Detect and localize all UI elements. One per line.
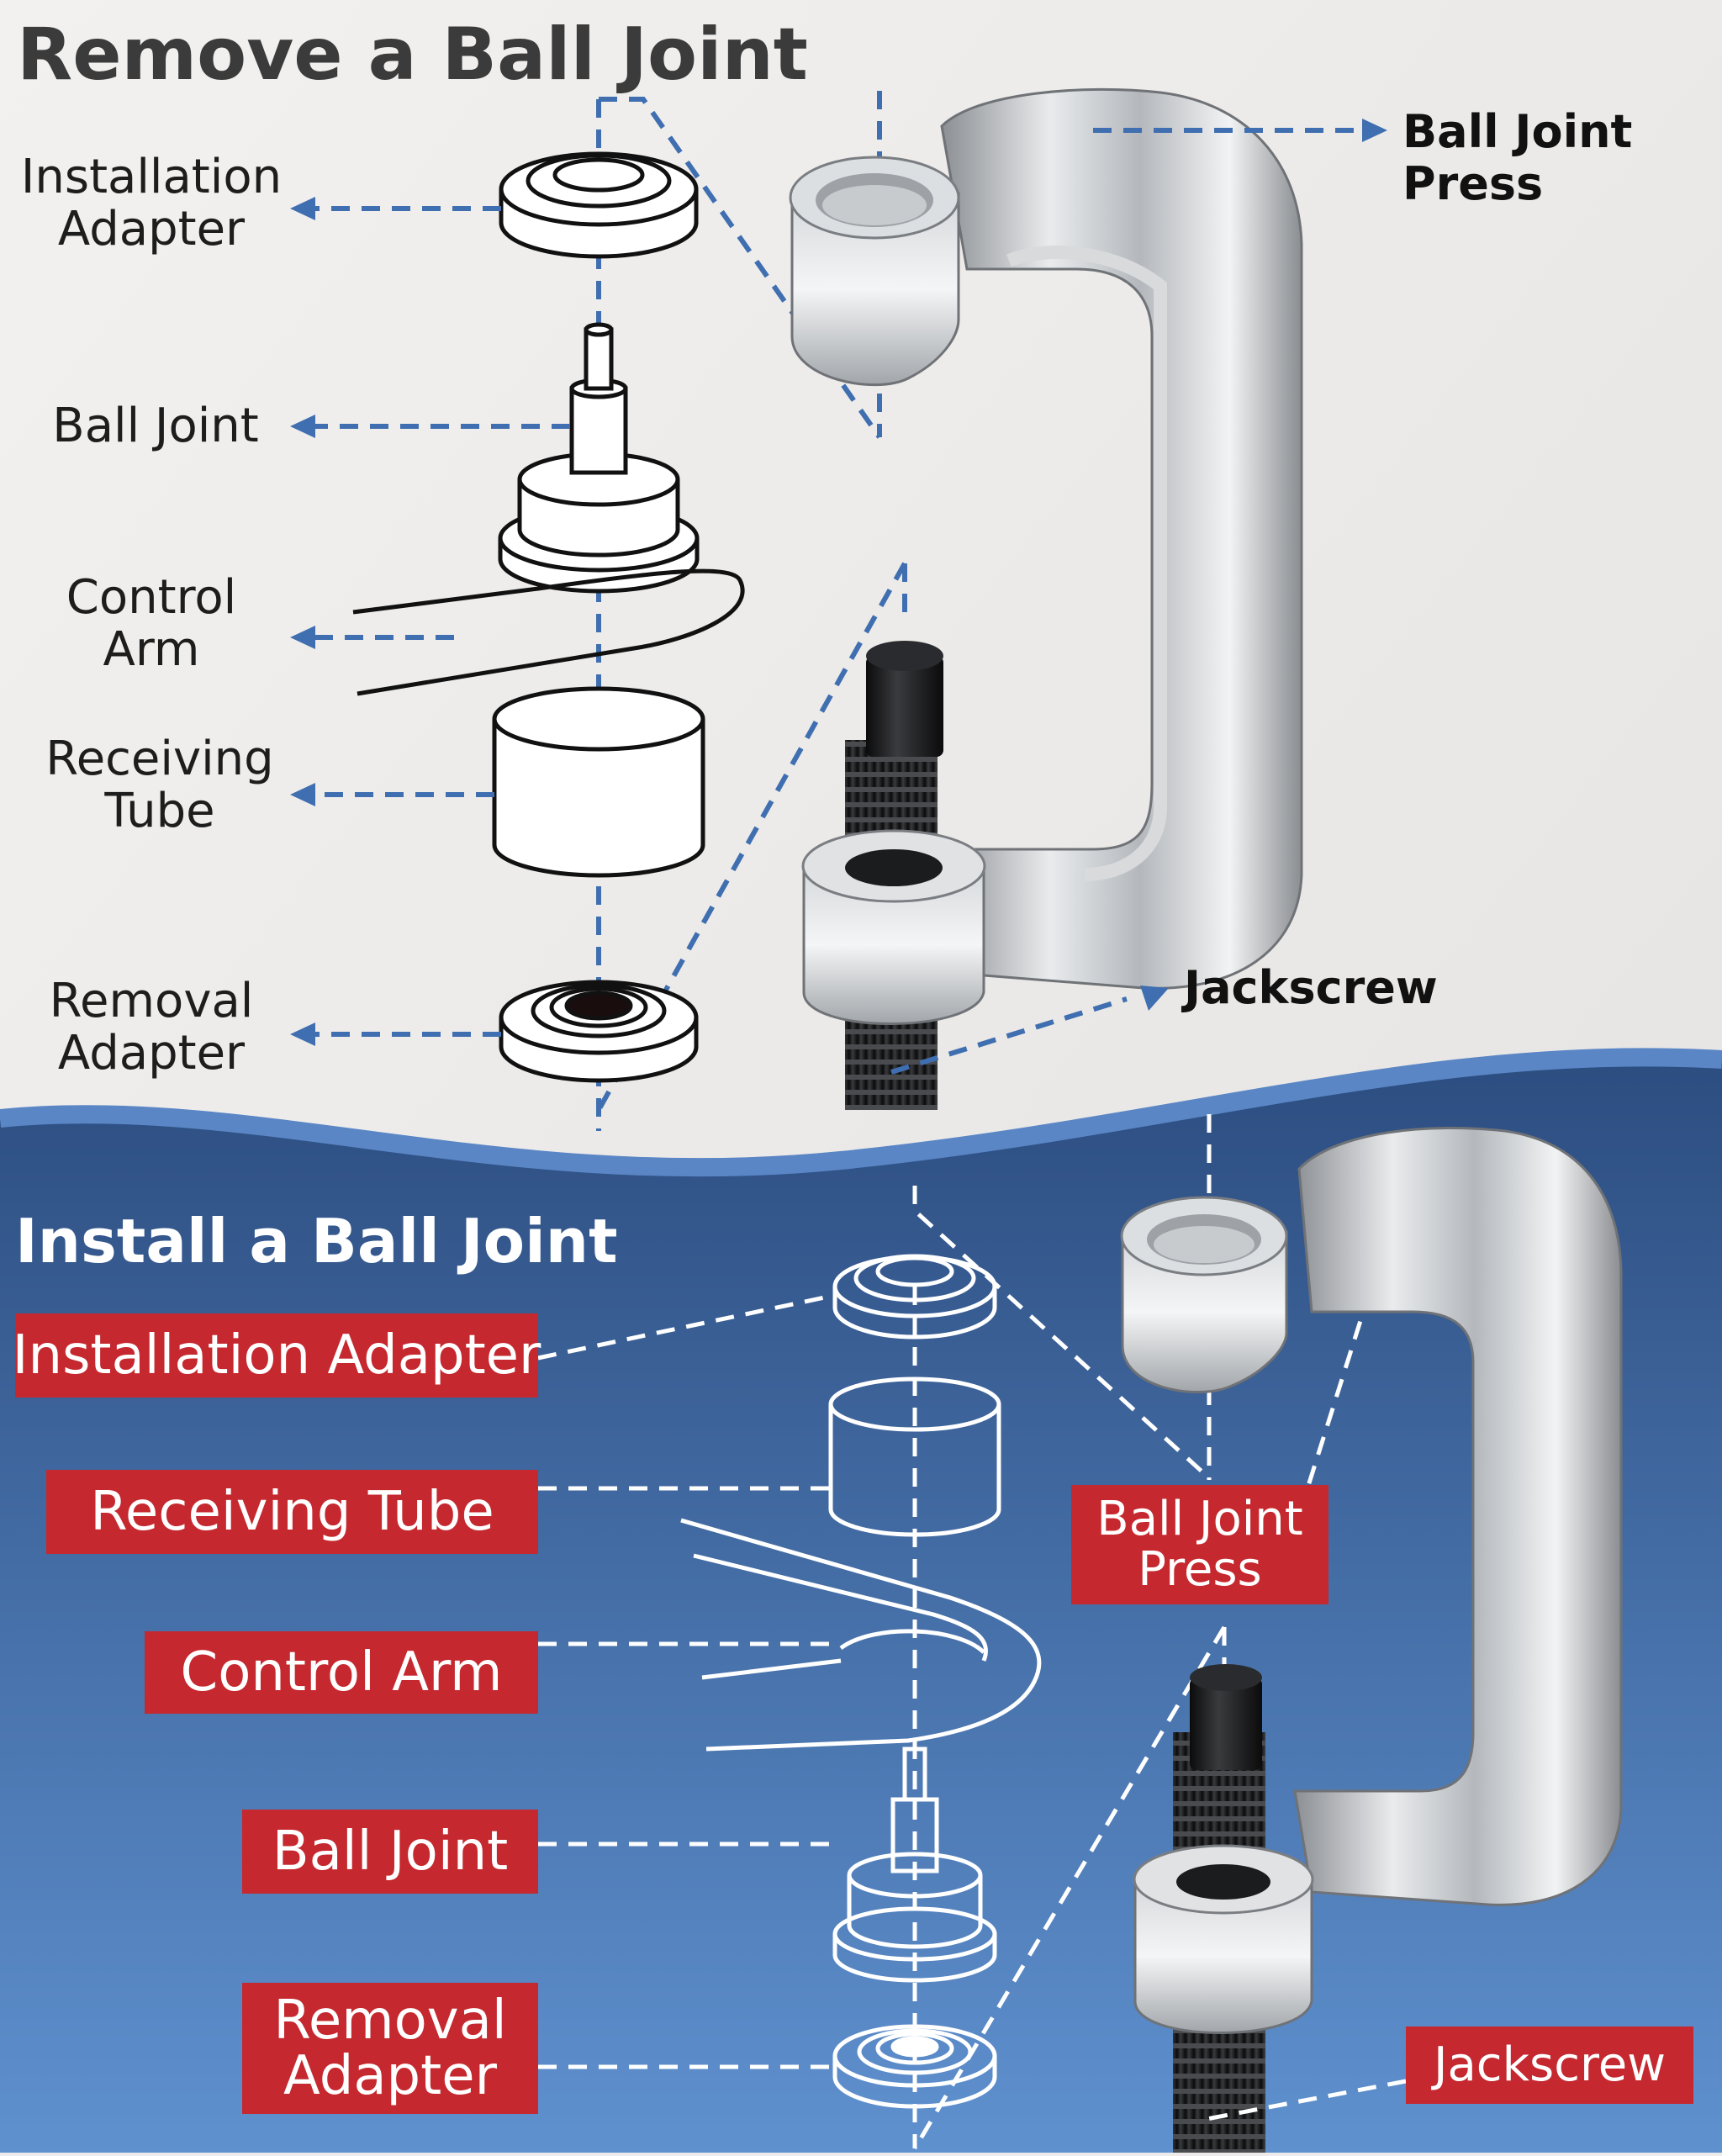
remove-removal-adapter-drawing (499, 980, 699, 1083)
remove-control-arm-drawing (352, 568, 745, 696)
remove-label-installation-adapter: Installation Adapter (20, 150, 283, 256)
remove-label-receiving-tube: Receiving Tube (45, 732, 274, 838)
install-tag-ball-joint: Ball Joint (242, 1810, 538, 1894)
remove-ball-joint-drawing (498, 322, 700, 594)
remove-receiving-tube-drawing (492, 686, 705, 878)
remove-installation-adapter-drawing (499, 151, 699, 259)
install-ball-joint-press-photo (1120, 1126, 1623, 2153)
install-tag-control-arm: Control Arm (145, 1631, 538, 1714)
install-leader-lines (537, 1292, 1407, 2122)
install-tag-installation-adapter: Installation Adapter (13, 1313, 541, 1398)
install-section-title: Install a Ball Joint (15, 1206, 618, 1276)
install-ball-joint-drawing (832, 1746, 997, 1983)
install-tag-jackscrew: Jackscrew (1406, 2027, 1693, 2104)
install-tag-receiving-tube: Receiving Tube (46, 1470, 538, 1554)
remove-leader-lines (303, 128, 1362, 1075)
install-removal-adapter-drawing (832, 2024, 997, 2109)
install-installation-adapter-drawing (832, 1254, 997, 1340)
remove-label-removal-adapter: Removal Adapter (49, 974, 254, 1081)
remove-label-control-arm: Control Arm (66, 570, 237, 677)
remove-label-ball-joint-press: Ball Joint Press (1402, 105, 1633, 210)
install-tag-ball-joint-press: Ball Joint Press (1071, 1485, 1328, 1604)
wave-band (0, 1048, 1722, 1177)
install-receiving-tube-drawing (828, 1377, 1001, 1537)
remove-label-jackscrew: Jackscrew (1184, 961, 1438, 1014)
remove-section-title: Remove a Ball Joint (17, 13, 808, 97)
remove-ball-joint-press-photo (789, 87, 1303, 1110)
remove-arrowheads (290, 119, 1387, 1046)
remove-label-ball-joint: Ball Joint (52, 399, 259, 453)
install-control-arm-drawing (680, 1518, 1042, 1752)
install-tag-removal-adapter: Removal Adapter (242, 1983, 538, 2114)
